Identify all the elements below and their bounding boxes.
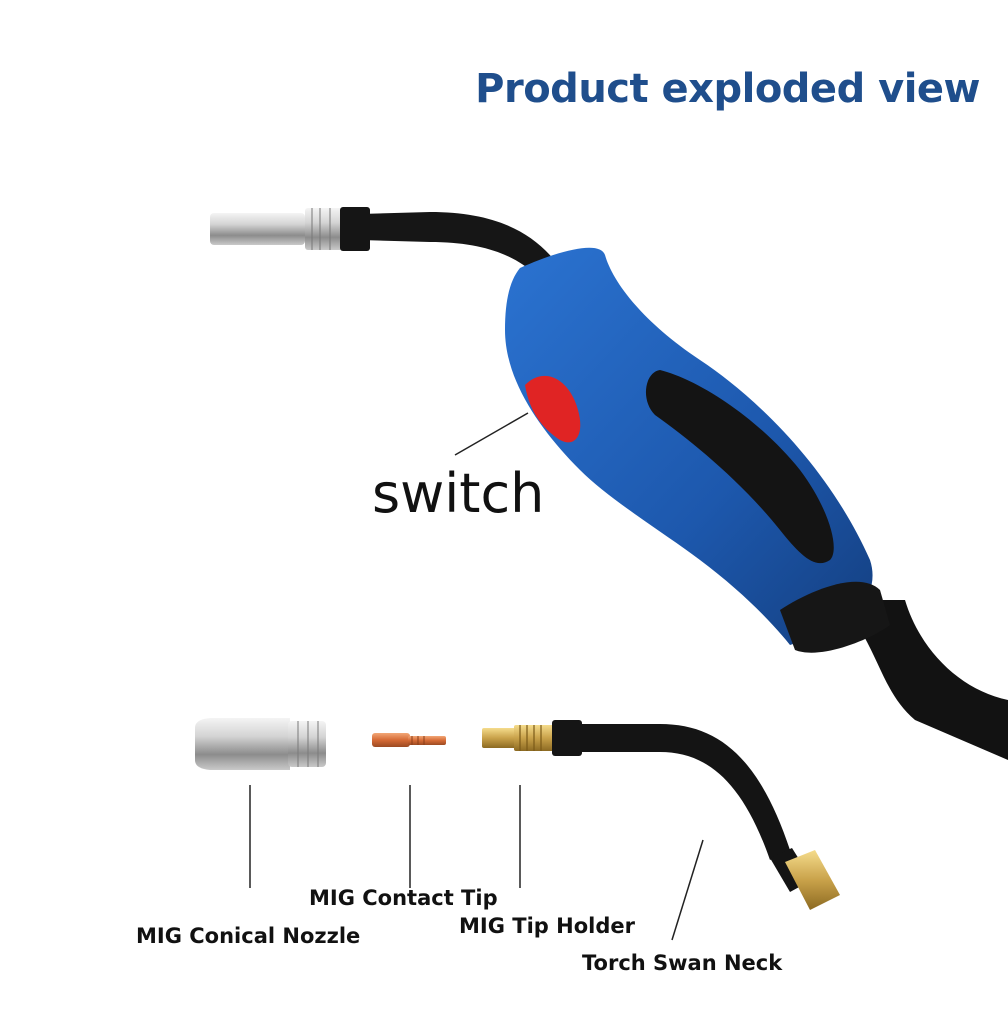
assembled-nozzle-collar — [305, 208, 345, 250]
tip-holder-label: MIG Tip Holder — [459, 914, 635, 938]
handle-body — [505, 247, 873, 645]
switch-label: switch — [372, 462, 545, 525]
swan-neck-leader-line — [671, 839, 704, 941]
contact-tip-icon — [372, 733, 446, 747]
welding-torch-assembled-icon — [210, 207, 1008, 760]
contact-tip-label: MIG Contact Tip — [309, 886, 498, 910]
switch-leader-line — [454, 412, 529, 456]
conical-nozzle-label: MIG Conical Nozzle — [136, 924, 361, 948]
swan-neck-label: Torch Swan Neck — [582, 951, 783, 975]
handle-rear-collar — [780, 581, 890, 653]
assembled-nozzle — [210, 213, 305, 245]
conical-nozzle-icon — [195, 718, 326, 770]
assembled-swan-neck — [360, 212, 565, 300]
tip-holder-icon — [482, 725, 554, 751]
trigger-switch — [525, 375, 581, 443]
assembled-neck-sleeve — [340, 207, 370, 251]
page-title: Product exploded view — [475, 66, 980, 112]
grip-insert — [645, 370, 834, 564]
swan-neck-icon — [552, 720, 840, 910]
cable — [840, 600, 1008, 760]
